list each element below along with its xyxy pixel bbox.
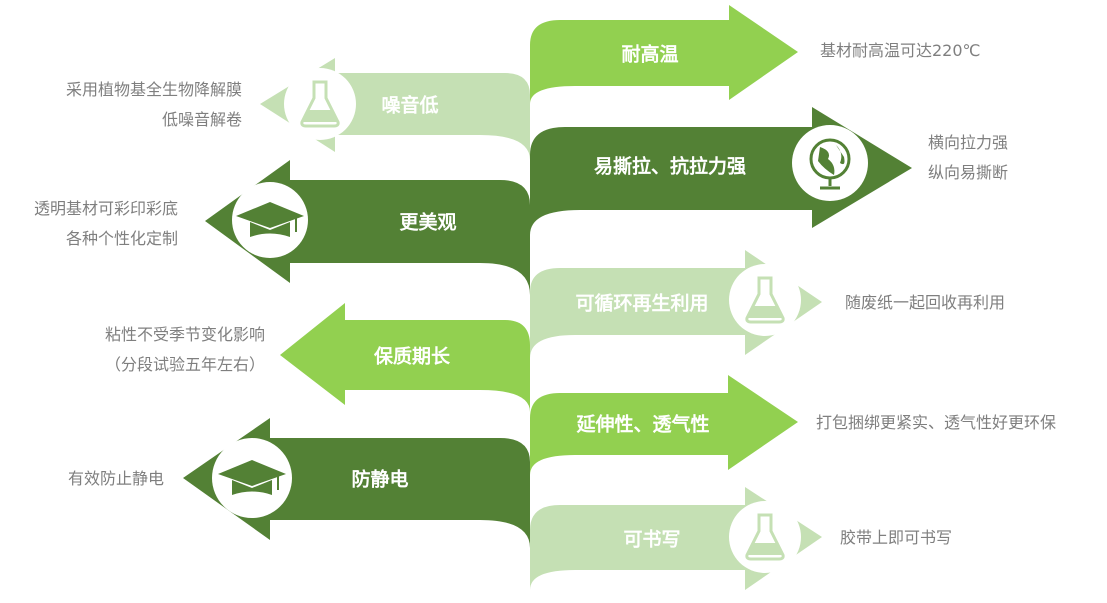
feature-tear-desc: 横向拉力强纵向易撕断 [928,133,1009,182]
feature-heat-title: 耐高温 [621,43,679,66]
arrow-stretch [530,375,798,475]
feature-stretch-title: 延伸性、透气性 [576,413,710,436]
feature-shelf-title: 保质期长 [373,345,451,368]
arrow-heat [530,5,798,104]
globe-icon [792,125,868,201]
arrow-shelf-life [280,303,530,412]
feature-antistatic-desc: 有效防止静电 [67,469,164,488]
feature-writable-desc: 胶带上即可书写 [840,528,953,547]
graduation-cap-icon [212,438,292,518]
feature-heat-desc: 基材耐高温可达220℃ [820,41,981,60]
feature-stretch-desc: 打包捆绑更紧实、透气性好更环保 [816,413,1057,432]
flask-icon [729,264,801,336]
feature-recycle-title: 可循环再生利用 [575,292,709,315]
feature-recycle-desc: 随废纸一起回收再利用 [845,293,1006,312]
feature-beauty-desc: 透明基材可彩印彩底各种个性化定制 [33,199,178,248]
feature-antistatic-title: 防静电 [351,468,409,491]
feature-writable-title: 可书写 [623,528,681,551]
flask-icon [284,68,356,140]
feature-noise-desc: 采用植物基全生物降解膜低噪音解卷 [65,80,242,129]
feature-noise-title: 噪音低 [381,94,439,117]
feature-tear-title: 易撕拉、抗拉力强 [593,155,747,178]
feature-shelf-desc: 粘性不受季节变化影响（分段试验五年左右） [104,325,265,374]
flask-icon [729,501,801,573]
feature-beauty-title: 更美观 [399,211,457,234]
graduation-cap-icon [232,182,308,258]
